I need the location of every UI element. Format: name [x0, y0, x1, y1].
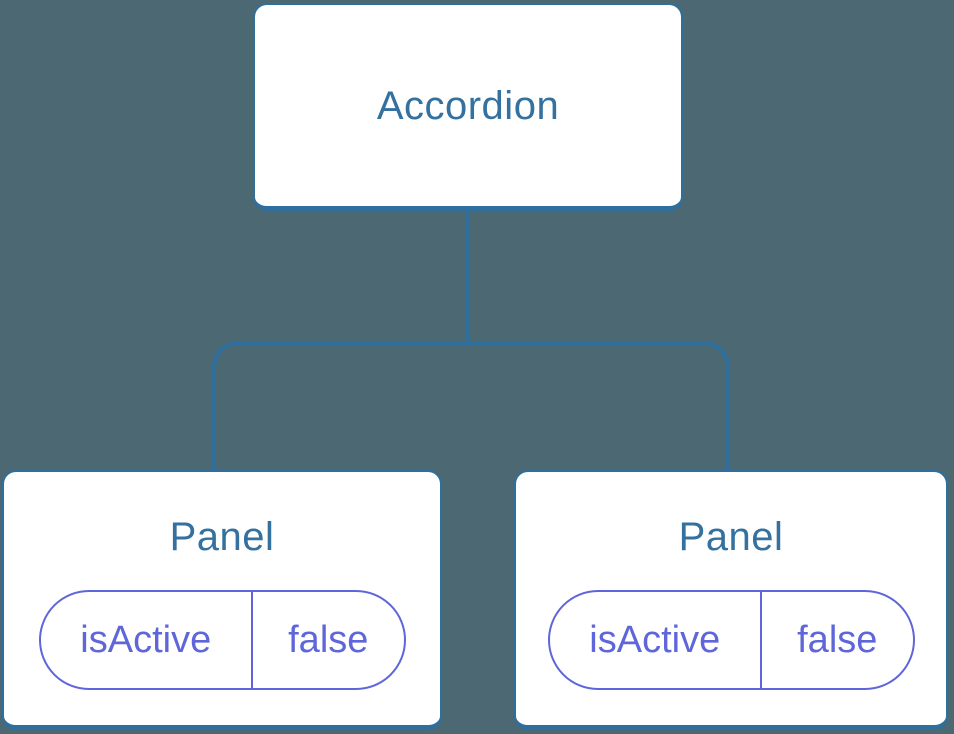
- panel-node-right: Panel isActive false: [514, 470, 948, 730]
- accordion-node: Accordion: [253, 3, 683, 211]
- state-key-cell: isActive: [41, 592, 254, 688]
- panel-node-label: Panel: [678, 515, 784, 559]
- state-value-cell: false: [797, 618, 878, 661]
- state-pill: isActive false: [38, 590, 406, 690]
- state-key-cell: isActive: [550, 592, 763, 688]
- state-pill: isActive false: [547, 590, 915, 690]
- state-value-cell: false: [288, 618, 369, 661]
- panel-node-label: Panel: [169, 515, 275, 559]
- branch-bracket-line: [212, 341, 730, 472]
- panel-node-left: Panel isActive false: [2, 470, 442, 730]
- accordion-node-label: Accordion: [376, 83, 560, 128]
